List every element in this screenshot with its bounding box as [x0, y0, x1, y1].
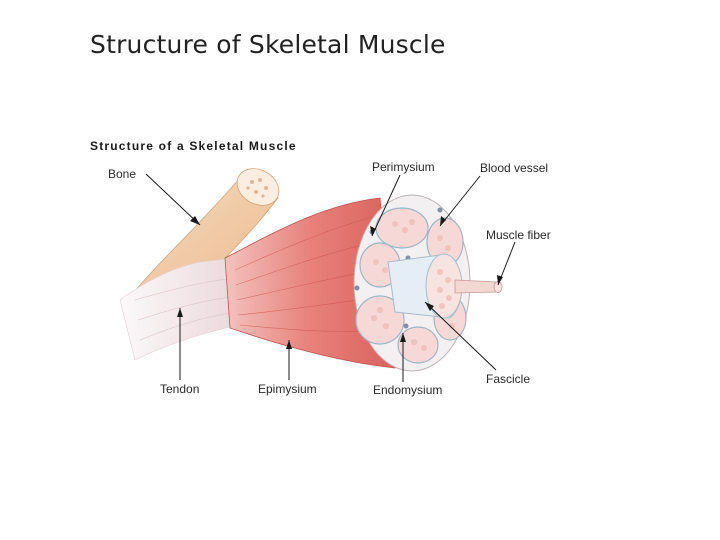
label-blood-vessel: Blood vessel — [480, 161, 549, 175]
slide-title: Structure of Skeletal Muscle — [90, 30, 446, 59]
leader-blood-vessel — [439, 175, 481, 227]
leader-fascicle — [424, 301, 497, 371]
label-tendon: Tendon — [160, 382, 200, 396]
leader-arrowheads — [177, 216, 503, 349]
label-endomysium: Endomysium — [373, 383, 443, 397]
figure-heading: Structure of a Skeletal Muscle — [90, 139, 297, 153]
leader-bone — [145, 173, 201, 226]
label-epimysium: Epimysium — [258, 382, 317, 396]
fascicle-shape — [387, 253, 463, 319]
label-perimysium: Perimysium — [372, 160, 435, 174]
muscle-fiber-shape — [454, 279, 503, 294]
label-fascicle: Fascicle — [486, 372, 531, 386]
label-bone: Bone — [108, 167, 137, 181]
bone-shape — [127, 168, 280, 301]
label-muscle-fiber: Muscle fiber — [486, 228, 551, 242]
leader-perimysium — [371, 174, 401, 237]
